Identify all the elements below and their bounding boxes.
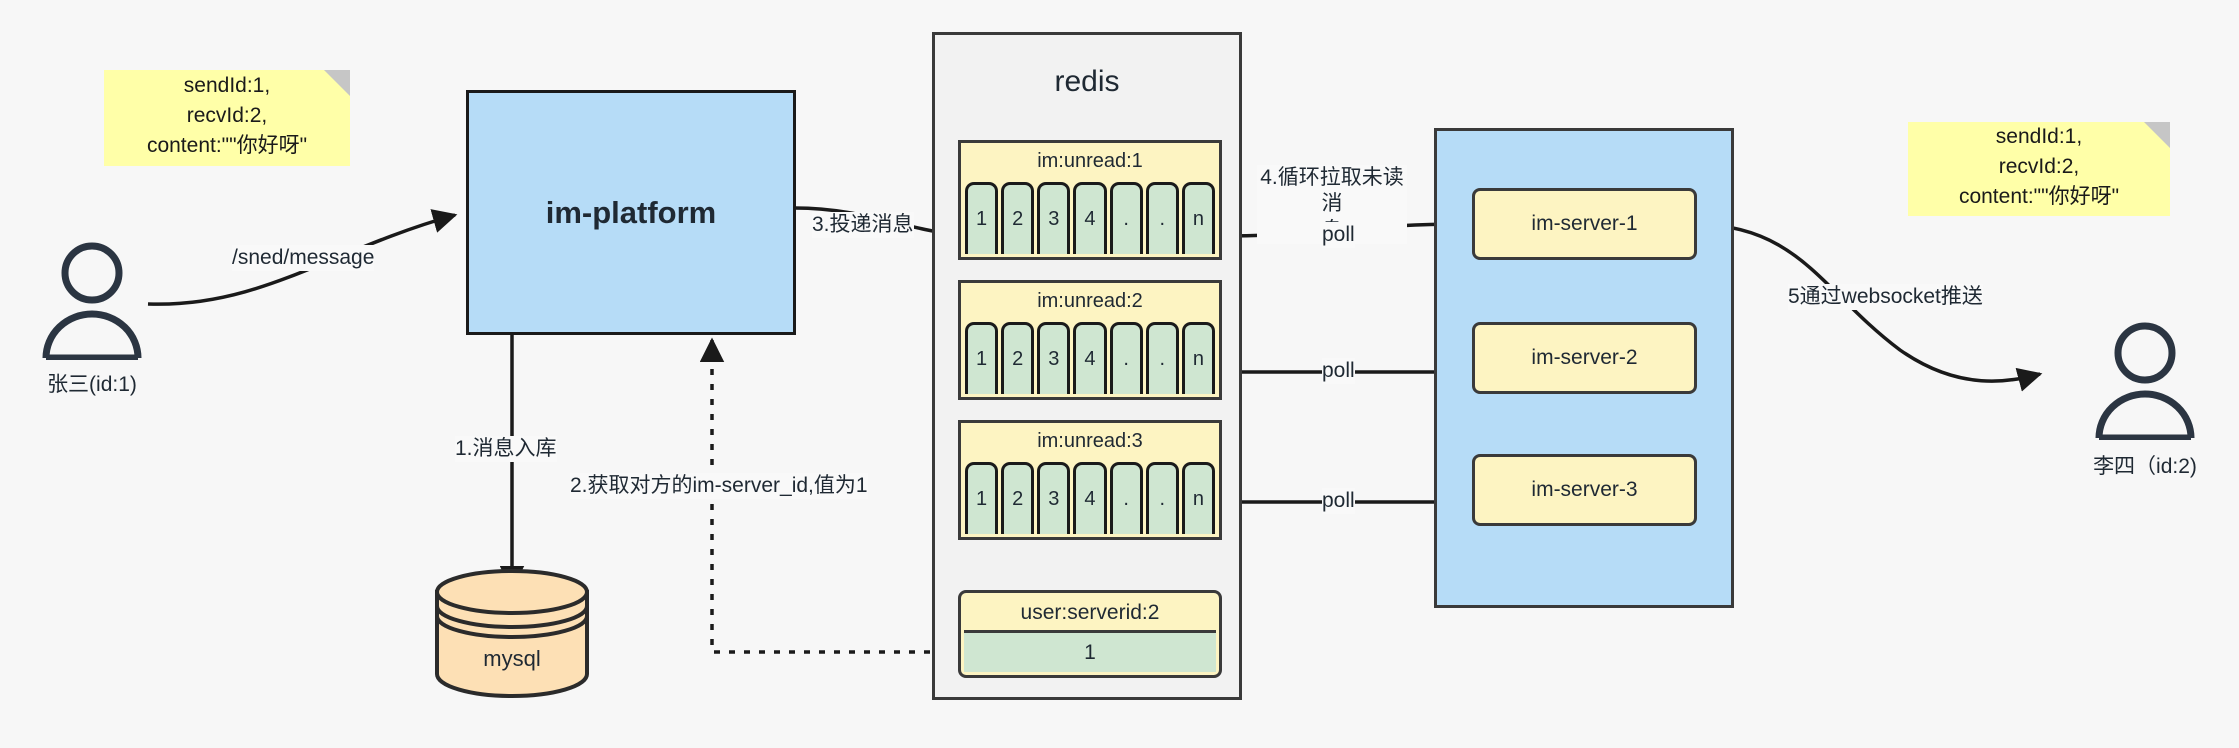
queue-cell: 2 [1001,462,1035,534]
sticky-note-left-text: sendId:1, recvId:2, content:""你好呀" [146,74,308,157]
redis-kv-user-serverid[interactable]: user:serverid:2 1 [958,590,1222,678]
queue-cell: . [1109,182,1143,254]
queue-cell: . [1109,462,1143,534]
im-server-3-label: im-server-3 [1531,478,1638,501]
im-server-3-box[interactable]: im-server-3 [1472,454,1697,526]
queue-cell: 1 [965,322,999,394]
edge-label-poll2: poll [1322,358,1355,385]
queue-cell: . [1145,322,1179,394]
queue-cell: 4 [1073,462,1107,534]
redis-queue-2-cells: 1 2 3 4 . . n [965,462,1215,534]
redis-queue-2[interactable]: im:unread:3 1 2 3 4 . . n [958,420,1222,540]
edge-label-step2: 2.获取对方的im-server_id,值为1 [570,473,868,500]
redis-title: redis [1054,65,1120,98]
im-server-2-box[interactable]: im-server-2 [1472,322,1697,394]
redis-kv-value: 1 [964,630,1216,672]
im-server-2-label: im-server-2 [1531,346,1638,369]
queue-cell: 3 [1037,462,1071,534]
im-server-1-label: im-server-1 [1531,212,1638,235]
im-platform-label: im-platform [545,194,717,230]
queue-cell: 4 [1073,322,1107,394]
redis-queue-1-key: im:unread:2 [1037,290,1143,312]
queue-cell: n [1181,182,1215,254]
mysql-label: mysql [483,646,541,671]
queue-cell: 1 [965,182,999,254]
edge-label-send-message: /sned/message [232,245,375,272]
redis-queue-0-cells: 1 2 3 4 . . n [965,182,1215,254]
queue-cell: 2 [1001,182,1035,254]
redis-queue-1[interactable]: im:unread:2 1 2 3 4 . . n [958,280,1222,400]
edge-label-step1: 1.消息入库 [455,436,557,463]
im-platform-box[interactable]: im-platform [466,90,796,335]
queue-cell: 1 [965,462,999,534]
sticky-note-right-text: sendId:1, recvId:2, content:""你好呀" [1958,125,2120,208]
database-cylinder-icon-mysql: mysql [432,568,592,698]
queue-cell: . [1109,322,1143,394]
redis-queue-0[interactable]: im:unread:1 1 2 3 4 . . n [958,140,1222,260]
sticky-note-left: sendId:1, recvId:2, content:""你好呀" [104,70,350,166]
queue-cell: 3 [1037,322,1071,394]
queue-cell: 3 [1037,182,1071,254]
redis-queue-0-key: im:unread:1 [1037,150,1143,172]
redis-kv-key: user:serverid:2 [1020,601,1160,624]
queue-cell: . [1145,462,1179,534]
edge-label-step3: 3.投递消息 [812,212,914,239]
queue-cell: . [1145,182,1179,254]
person-icon-sender [32,240,152,362]
edge-label-poll1: poll [1322,222,1355,249]
person-label-receiver: 李四（id:2) [2093,455,2197,478]
person-icon-receiver [2085,320,2205,442]
redis-queue-2-key: im:unread:3 [1037,430,1143,452]
edge-label-poll3: poll [1322,488,1355,515]
note-fold-icon [324,70,350,96]
queue-cell: 2 [1001,322,1035,394]
redis-queue-1-cells: 1 2 3 4 . . n [965,322,1215,394]
edge-label-step5: 5通过websocket推送 [1788,284,1983,311]
sticky-note-right: sendId:1, recvId:2, content:""你好呀" [1908,122,2170,216]
note-fold-icon [2144,122,2170,148]
person-label-sender: 张三(id:1) [47,373,137,396]
queue-cell: 4 [1073,182,1107,254]
queue-cell: n [1181,462,1215,534]
im-server-1-box[interactable]: im-server-1 [1472,188,1697,260]
queue-cell: n [1181,322,1215,394]
